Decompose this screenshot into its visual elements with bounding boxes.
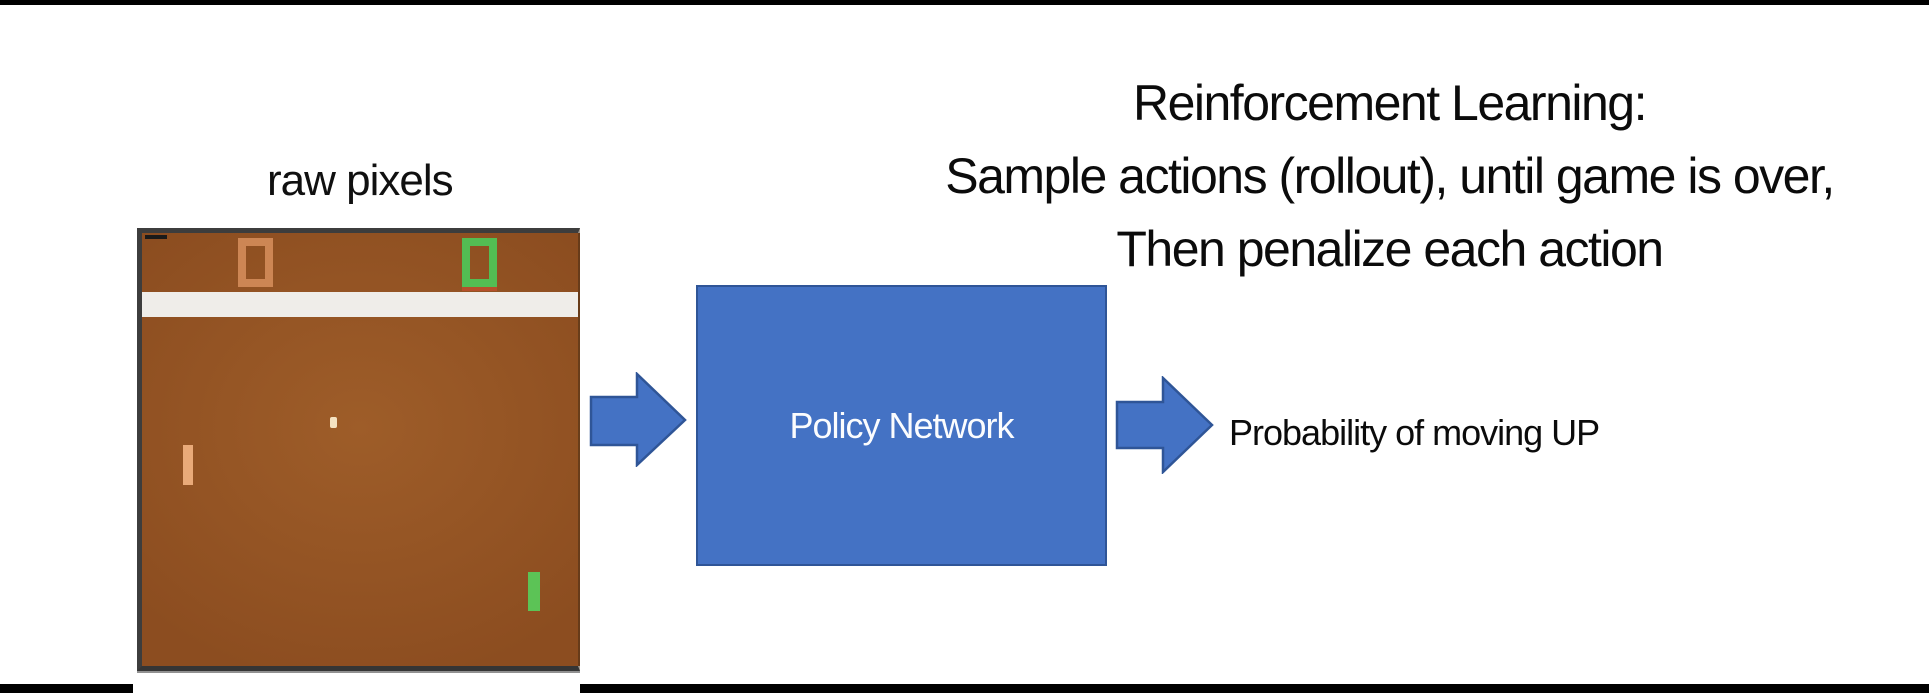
bottom-edge-bar-right: [580, 684, 1929, 693]
pong-top-dash: [145, 235, 167, 239]
title-line-2: Sample actions (rollout), until game is …: [945, 148, 1835, 204]
pong-left-score-zero: [238, 238, 273, 287]
slide-title: Reinforcement Learning: Sample actions (…: [850, 67, 1929, 286]
pong-ball: [330, 417, 337, 428]
pong-right-score-zero: [462, 238, 497, 287]
pong-left-paddle: [183, 445, 193, 485]
raw-pixels-caption: raw pixels: [267, 156, 454, 205]
pong-right-paddle: [528, 572, 540, 611]
pong-right-score-underline: [462, 287, 497, 291]
output-arrow-icon: [1115, 376, 1214, 474]
probability-output-label: Probability of moving UP: [1229, 412, 1600, 453]
title-line-3: Then penalize each action: [1116, 221, 1664, 277]
pong-white-stripe: [142, 292, 578, 317]
policy-network-label: Policy Network: [789, 404, 1014, 446]
policy-network-box: Policy Network: [696, 285, 1107, 566]
bottom-edge-bar-left: [0, 684, 133, 693]
title-line-1: Reinforcement Learning:: [1132, 75, 1648, 131]
pong-game-screenshot: [137, 228, 580, 671]
top-edge-bar: [0, 0, 1929, 5]
input-arrow-icon: [589, 372, 687, 467]
